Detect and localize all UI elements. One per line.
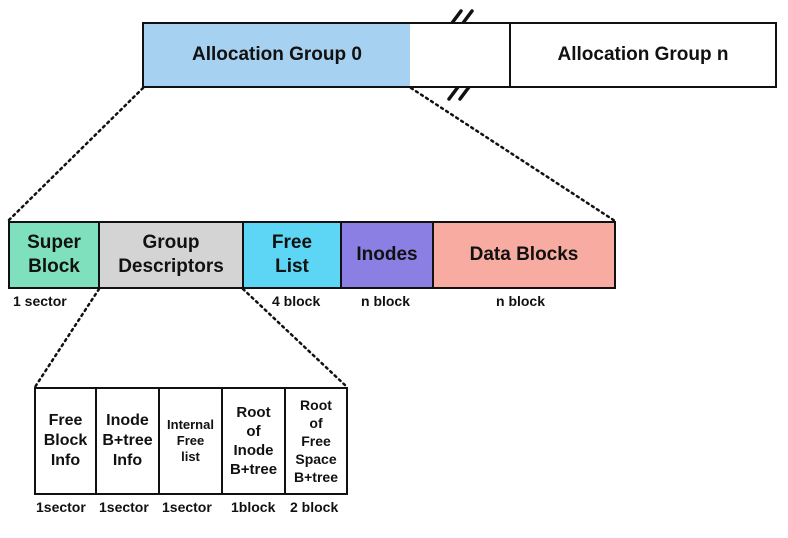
data-blocks: Data Blocks — [432, 221, 616, 289]
root-of-inode-btree-size: 1block — [231, 499, 276, 515]
root-of-free-space-btree-size: 2 block — [290, 499, 339, 515]
internal-free-list-size: 1sector — [162, 499, 212, 515]
data-blocks-label: Data Blocks — [469, 244, 579, 265]
super-block: Super Block — [8, 221, 100, 289]
allocation-group-gap — [410, 22, 512, 88]
inodes: Inodes — [340, 221, 434, 289]
free-block-info-size: 1sector — [36, 499, 86, 515]
super-block-size: 1 sector — [13, 293, 67, 309]
allocation-group-n-label: Allocation Group n — [557, 44, 729, 65]
root-of-inode-btree: Root of Inode B+tree — [221, 387, 286, 495]
free-list-size: 4 block — [272, 293, 321, 309]
inode-btree-info: Inode B+tree Info — [95, 387, 160, 495]
group-descriptors-label: Group Descriptors — [118, 232, 224, 277]
internal-free-list-label: Internal Free list — [167, 417, 214, 464]
descriptor-zoom-line-left — [33, 287, 101, 389]
internal-free-list: Internal Free list — [158, 387, 223, 495]
inode-btree-info-size: 1sector — [99, 499, 149, 515]
inodes-size: n block — [361, 293, 411, 309]
inodes-label: Inodes — [356, 244, 418, 265]
free-list-label: Free List — [271, 232, 313, 277]
free-block-info-label: Free Block Info — [43, 412, 88, 469]
data-blocks-size: n block — [496, 293, 546, 309]
free-block-info: Free Block Info — [34, 387, 97, 495]
zoom-line-right — [409, 86, 617, 223]
group-descriptors: Group Descriptors — [98, 221, 244, 289]
super-block-label: Super Block — [27, 232, 81, 277]
root-of-free-space-btree: Root of Free Space B+tree — [284, 387, 348, 495]
free-list: Free List — [242, 221, 342, 289]
inode-btree-info-label: Inode B+tree Info — [102, 412, 153, 469]
allocation-group-0-label: Allocation Group 0 — [192, 44, 362, 65]
descriptor-zoom-line-right — [241, 287, 349, 389]
root-of-inode-btree-label: Root of Inode B+tree — [229, 404, 278, 478]
allocation-group-0: Allocation Group 0 — [142, 22, 412, 88]
root-of-free-space-btree-label: Root of Free Space B+tree — [294, 397, 338, 485]
allocation-group-n: Allocation Group n — [509, 22, 777, 88]
zoom-line-left — [6, 86, 145, 223]
